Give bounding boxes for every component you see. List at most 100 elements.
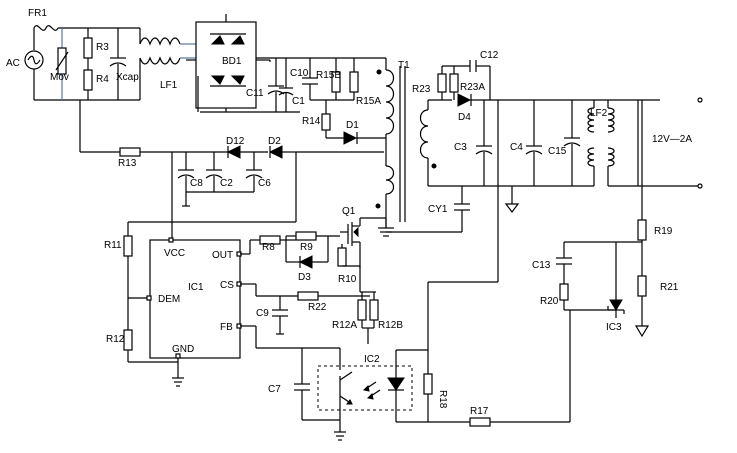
gate-drive [240,217,394,292]
diode-d3 [298,255,313,269]
diode-d12 [226,145,241,159]
label-c3: C3 [454,142,467,153]
label-r20: R20 [540,296,559,307]
label-d1: D1 [346,120,359,131]
resistor-r14 [321,113,331,131]
label-r12b: R12B [378,320,403,331]
resistor-r22 [297,291,319,301]
resistor-r11 [123,235,133,257]
label-r9: R9 [300,242,313,253]
label-cs: CS [220,280,234,291]
bridge-rectifier-bd1 [186,14,270,112]
aux-supply [79,100,384,240]
secondary-output [386,60,703,233]
tl431-feedback [556,100,650,338]
label-r23: R23 [412,84,431,95]
label-c15: C15 [548,146,567,157]
component-labels: FR1 AC Mov R3 R4 Xcap LF1 BD1 C11 C1 C10… [6,8,692,417]
label-output-spec: 12V—2A [652,134,692,145]
fuse-fr1 [33,25,59,31]
label-r13: R13 [118,158,137,169]
resistor-r3 [83,37,93,59]
label-ic2: IC2 [364,354,380,365]
label-r19: R19 [654,226,673,237]
label-d2: D2 [268,136,281,147]
capacitor-c3 [475,150,493,155]
resistor-r10 [337,247,347,267]
label-c1: C1 [292,96,305,107]
label-out: OUT [212,250,233,261]
resistor-r19 [637,219,647,241]
capacitor-xcap [109,62,127,67]
label-gnd: GND [172,344,194,355]
label-c12: C12 [480,50,499,61]
capacitor-c6 [245,174,263,179]
label-ic3: IC3 [606,322,622,333]
resistor-r23a [449,73,459,93]
output-terminal-positive [697,97,703,103]
label-r18: R18 [437,390,448,409]
label-r22: R22 [308,302,327,313]
resistor-r21 [637,275,647,297]
label-lf1: LF1 [160,80,178,91]
transformer-t1 [375,58,437,228]
label-ac: AC [6,58,20,69]
capacitor-c8 [177,174,195,179]
label-c8: C8 [190,178,203,189]
label-cy1: CY1 [428,204,448,215]
label-q1: Q1 [342,206,356,217]
resistor-r4 [83,69,93,91]
resistor-r20 [559,283,569,301]
label-r15b: R15B [316,70,341,81]
choke-lf1 [139,37,181,46]
label-r12a: R12A [332,320,357,331]
capacitor-c15 [563,142,581,147]
label-t1: T1 [398,60,410,71]
transformer-aux [385,165,395,195]
label-r23a: R23A [460,82,485,93]
label-r14: R14 [302,116,321,127]
label-bd1: BD1 [222,56,242,67]
shunt-regulator-ic3 [609,299,623,311]
label-c7: C7 [268,384,281,395]
resistor-r17 [469,417,491,427]
transformer-secondary [419,109,429,159]
capacitor-c2 [205,174,223,179]
label-ic1: IC1 [188,282,204,293]
resistor-r12b [369,299,379,321]
label-d4: D4 [458,112,471,123]
resistor-r13 [119,147,141,157]
label-c10: C10 [290,68,309,79]
label-r3: R3 [96,42,109,53]
capacitor-c4 [525,150,543,155]
label-r4: R4 [96,74,109,85]
label-c11: C11 [246,88,264,99]
label-fb: FB [220,322,233,333]
label-r21: R21 [660,282,679,293]
controller-ic1 [123,221,296,387]
label-r8: R8 [262,242,275,253]
label-c9: C9 [256,308,269,319]
label-fr1: FR1 [28,8,47,19]
resistor-r18 [423,373,433,395]
ac-input [24,25,199,101]
resistor-r23 [437,73,447,93]
label-xcap: Xcap [116,72,139,83]
current-sense [240,283,379,344]
diode-d4 [457,93,472,107]
label-c4: C4 [510,142,523,153]
resistor-r15a [349,71,359,93]
resistor-r12 [123,329,133,351]
capacitor-c1 [278,91,294,96]
label-r17: R17 [470,406,489,417]
label-r11: R11 [104,240,122,251]
diode-d1 [343,131,358,145]
label-d12: D12 [226,136,245,147]
label-vcc: VCC [164,248,185,259]
resistor-r12a [357,299,367,321]
feedback-opto [240,100,571,441]
label-c2: C2 [220,178,233,189]
label-dem: DEM [158,294,180,305]
label-c6: C6 [258,178,271,189]
